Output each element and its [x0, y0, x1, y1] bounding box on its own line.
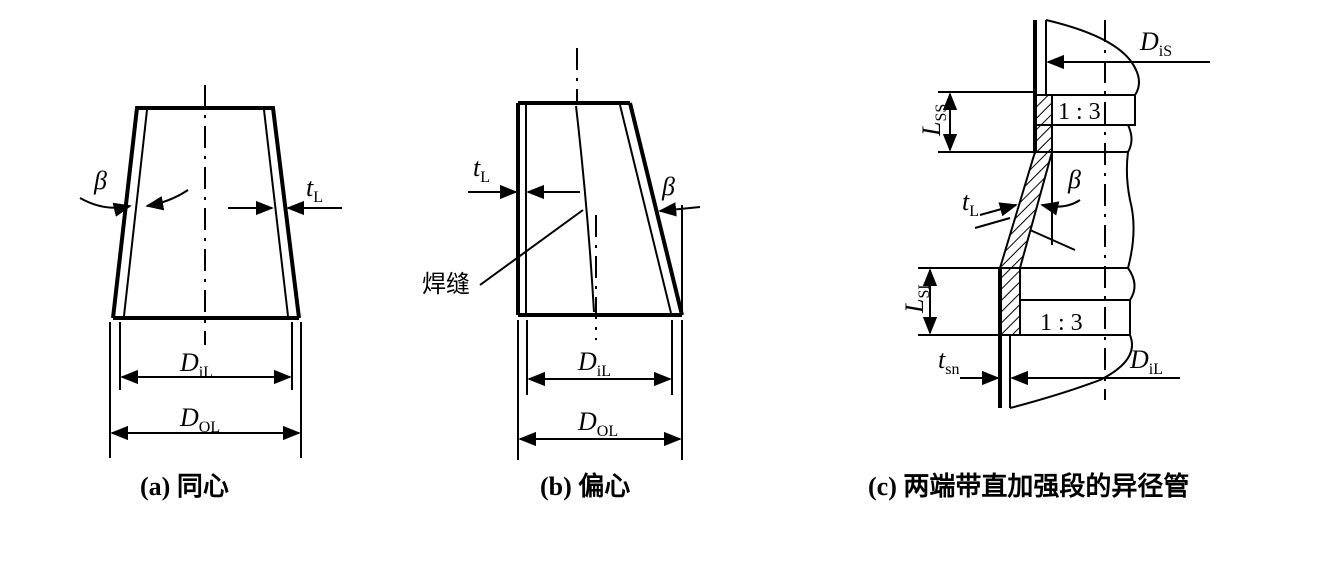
caption-a: (a) 同心 — [140, 472, 229, 501]
hatched-cone-wall — [998, 151, 1054, 269]
DiL-label-a: DiL — [179, 348, 213, 381]
weld-leader-b — [479, 209, 584, 286]
beta-label-c: β — [1067, 165, 1081, 194]
DOL-label-a: DOL — [179, 403, 220, 436]
weld-label-b: 焊缝 — [422, 270, 470, 298]
beta-arrow-a-right — [145, 189, 189, 211]
caption-b: (b) 偏心 — [540, 471, 630, 501]
beta-arrow-c — [1040, 199, 1081, 216]
tL-label-a: tL — [306, 173, 323, 206]
tL-label-b: tL — [473, 153, 490, 186]
lower-reinforcement-block — [1019, 299, 1131, 336]
caption-c: (c) 两端带直加强段的异径管 — [868, 471, 1189, 501]
reducer-a-inner-wall-left — [123, 109, 148, 317]
break-line-c-mid — [1125, 124, 1135, 269]
beta-label-a: β — [93, 166, 107, 195]
weld-seam-b — [575, 105, 595, 313]
DiS-label-c: DiS — [1139, 27, 1172, 60]
tL-arrow-c — [979, 202, 1018, 217]
beta-arrow-a-left — [79, 197, 132, 217]
figure-a-concentric: β tL DiL DOL (a) 同心 — [79, 85, 342, 501]
ratio-label-top: 1 : 3 — [1058, 99, 1101, 125]
LSL-label-c: LSL — [900, 280, 933, 314]
beta-label-b: β — [661, 172, 675, 201]
tL-label-c: tL — [962, 187, 979, 220]
break-line-c-top — [1045, 19, 1140, 96]
hatched-section-upper — [1034, 94, 1053, 153]
LSS-label-c: LSS — [917, 104, 950, 137]
reducer-b-sloped-wall-inner — [619, 104, 672, 314]
beta-arrow-b — [658, 202, 701, 217]
break-line-c-bottom — [1009, 334, 1133, 409]
figure-b-eccentric: tL β 焊缝 DiL DOL (b) 偏心 — [422, 48, 701, 501]
DOL-label-b: DOL — [577, 407, 618, 440]
reducer-a-inner-wall-right — [263, 109, 289, 317]
tsn-label-c: tsn — [938, 345, 959, 378]
hatched-section-lower — [999, 267, 1021, 336]
break-line-c-lower — [1127, 267, 1136, 301]
beta-leader-c — [1029, 229, 1076, 251]
DiL-label-b: DiL — [577, 347, 611, 380]
figure-c-reinforced-reducer: DiS LSS 1 : 3 β tL LSL 1 : 3 tsn DiL (c)… — [868, 19, 1210, 501]
DiL-label-c: DiL — [1129, 345, 1163, 378]
ratio-label-bottom: 1 : 3 — [1040, 310, 1083, 336]
tL-leader-c — [974, 217, 1011, 229]
reducer-b-sloped-wall — [628, 102, 684, 316]
